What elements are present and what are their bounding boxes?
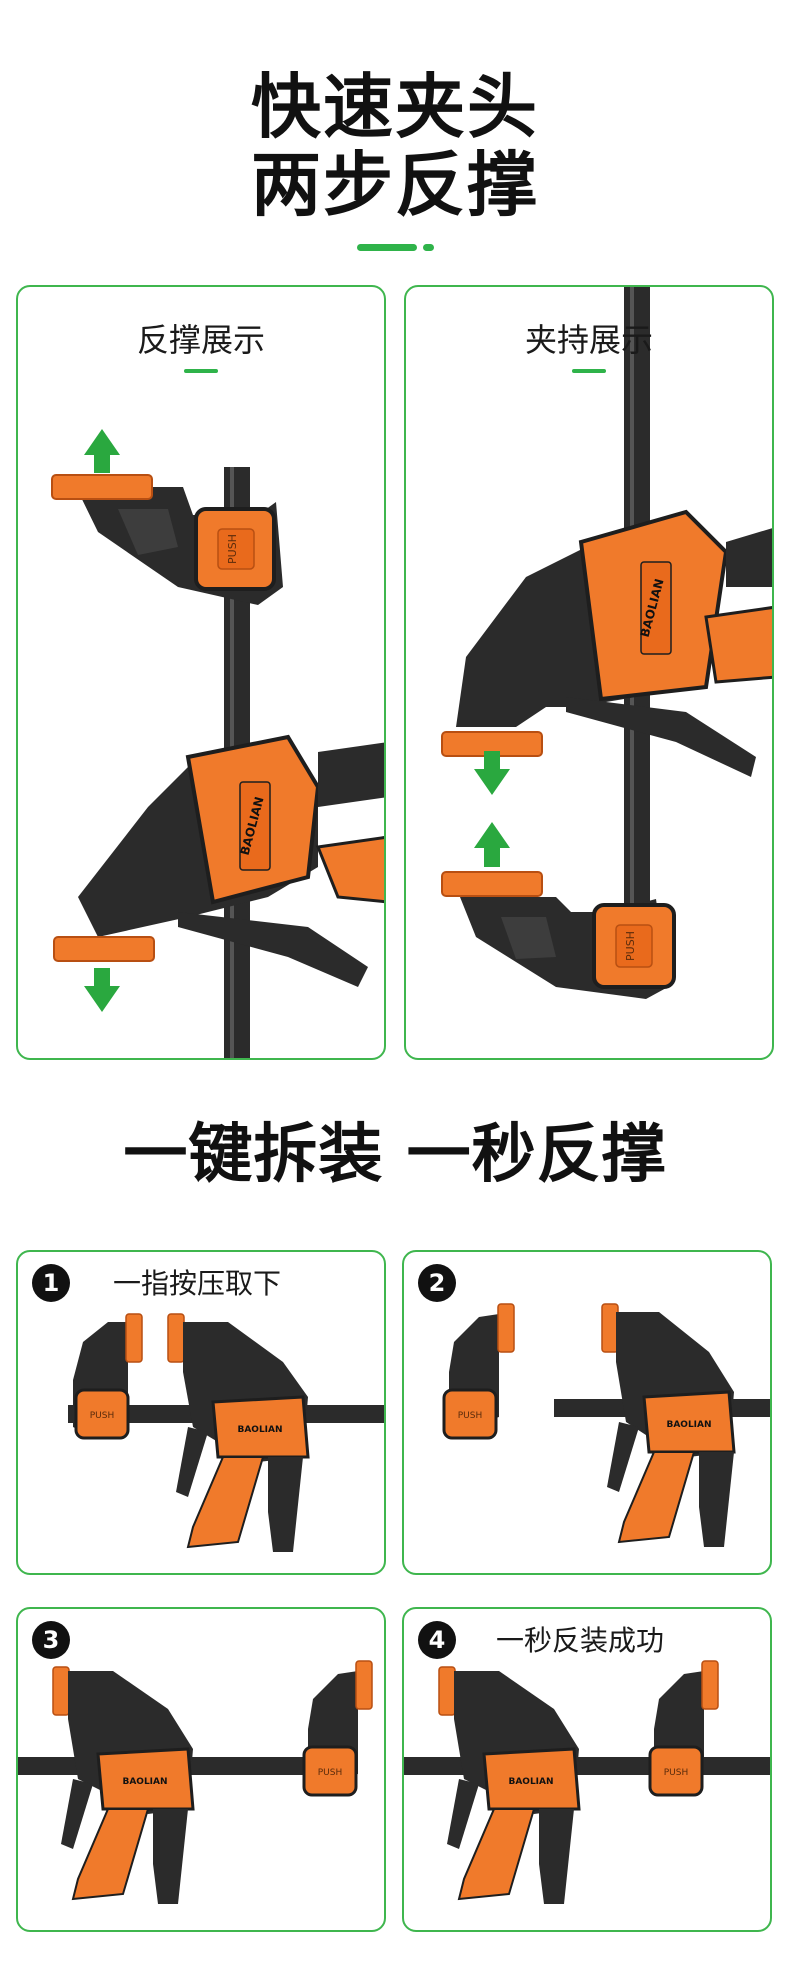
handle-grip-orange [704, 606, 772, 684]
panel-title: 夹持展示 [524, 321, 653, 359]
step-3-illustration: BAOLIAN PUSH [18, 1660, 373, 1904]
section-title: 一键拆装 一秒反撑 [123, 1118, 667, 1192]
jaw-pad [601, 1303, 619, 1353]
push-label: PUSH [664, 1768, 689, 1778]
step-number-badge: 1 [32, 1264, 70, 1302]
hero-line-1: 快速夹头 [251, 66, 539, 148]
step-1-illustration: PUSH BAOLIAN [68, 1313, 384, 1552]
clamp-bar [404, 1757, 770, 1775]
brand-label: BAOLIAN [237, 1425, 282, 1435]
jaw-pad-bottom [441, 871, 543, 897]
hero-title: 快速夹头 两步反撑 [0, 68, 790, 225]
step-label: 一秒反装成功 [496, 1624, 665, 1657]
jaw-pad [167, 1313, 185, 1363]
jaw-pad [125, 1313, 143, 1363]
push-label: PUSH [90, 1411, 115, 1421]
hero-underline [357, 244, 417, 251]
jaw-pad [355, 1660, 373, 1710]
step-number-badge: 4 [418, 1621, 456, 1659]
panel-title: 反撑展示 [136, 321, 265, 359]
jaw-pad [497, 1303, 515, 1353]
panel-reverse-brace: 反撑展示 PUSH BAOLIAN [16, 285, 386, 1060]
clamping-illustration: BAOLIAN PUSH [441, 287, 772, 999]
handle-grip-orange [617, 1451, 696, 1544]
jaw-pad-top [51, 474, 153, 500]
trigger-body-orange [211, 1395, 310, 1459]
handle-grip-dark [699, 1452, 734, 1547]
push-label: PUSH [318, 1768, 343, 1778]
brand-label: BAOLIAN [666, 1420, 711, 1430]
hero-line-2: 两步反撑 [251, 144, 539, 227]
push-label: PUSH [624, 931, 637, 961]
release-lever [566, 697, 756, 777]
arrow-up-icon [84, 429, 120, 473]
handle-grip-top [318, 742, 384, 807]
step-2-illustration: PUSH BAOLIAN [442, 1303, 770, 1547]
release-lever [176, 1427, 208, 1497]
step-label: 一指按压取下 [113, 1267, 282, 1300]
panel-title-underline [572, 369, 606, 373]
push-label: PUSH [458, 1411, 483, 1421]
trigger-body-orange [96, 1747, 195, 1811]
handle-grip-orange [186, 1456, 265, 1549]
push-button-body [74, 1388, 130, 1440]
handle-grip-orange [71, 1808, 150, 1901]
jaw-pad [438, 1666, 456, 1716]
jaw-pad [701, 1660, 719, 1710]
arrow-up-icon [474, 822, 510, 867]
panel-clamping: 夹持展示 BAOLIAN PUSH [404, 285, 774, 1060]
step-panel-1: 1 一指按压取下 PUSH BAOLIAN [16, 1250, 386, 1575]
handle-grip-orange [315, 836, 384, 904]
step-panel-4: 4 一秒反装成功 BAOLIAN PUSH [402, 1607, 772, 1932]
arrow-down-icon [84, 968, 120, 1012]
release-lever [607, 1422, 639, 1492]
release-lever [447, 1779, 479, 1849]
brand-label: BAOLIAN [122, 1777, 167, 1787]
panel-title-underline [184, 369, 218, 373]
arrow-down-icon [474, 751, 510, 795]
handle-grip-dark [268, 1457, 303, 1552]
reverse-brace-illustration: PUSH BAOLIAN [51, 429, 384, 1058]
step-number-badge: 2 [418, 1264, 456, 1302]
handle-grip-dark [153, 1809, 188, 1904]
step-4-illustration: BAOLIAN PUSH [404, 1660, 770, 1904]
handle-grip-top [726, 528, 772, 587]
step-panel-3: 3 BAOLIAN PUSH [16, 1607, 386, 1932]
push-button-body [302, 1745, 358, 1797]
step-panel-2: 2 PUSH BAOLIAN [402, 1250, 772, 1575]
trigger-body-orange [482, 1747, 581, 1811]
release-lever [178, 912, 368, 987]
push-button-body [442, 1388, 498, 1440]
push-button-body [648, 1745, 704, 1797]
push-label: PUSH [226, 534, 239, 564]
hero-underline-dot [423, 244, 434, 251]
handle-grip-dark [539, 1809, 574, 1904]
step-number-badge: 3 [32, 1621, 70, 1659]
brand-label: BAOLIAN [508, 1777, 553, 1787]
release-lever [61, 1779, 93, 1849]
jaw-pad [52, 1666, 70, 1716]
handle-grip-orange [457, 1808, 536, 1901]
jaw-pad-bottom [53, 936, 155, 962]
